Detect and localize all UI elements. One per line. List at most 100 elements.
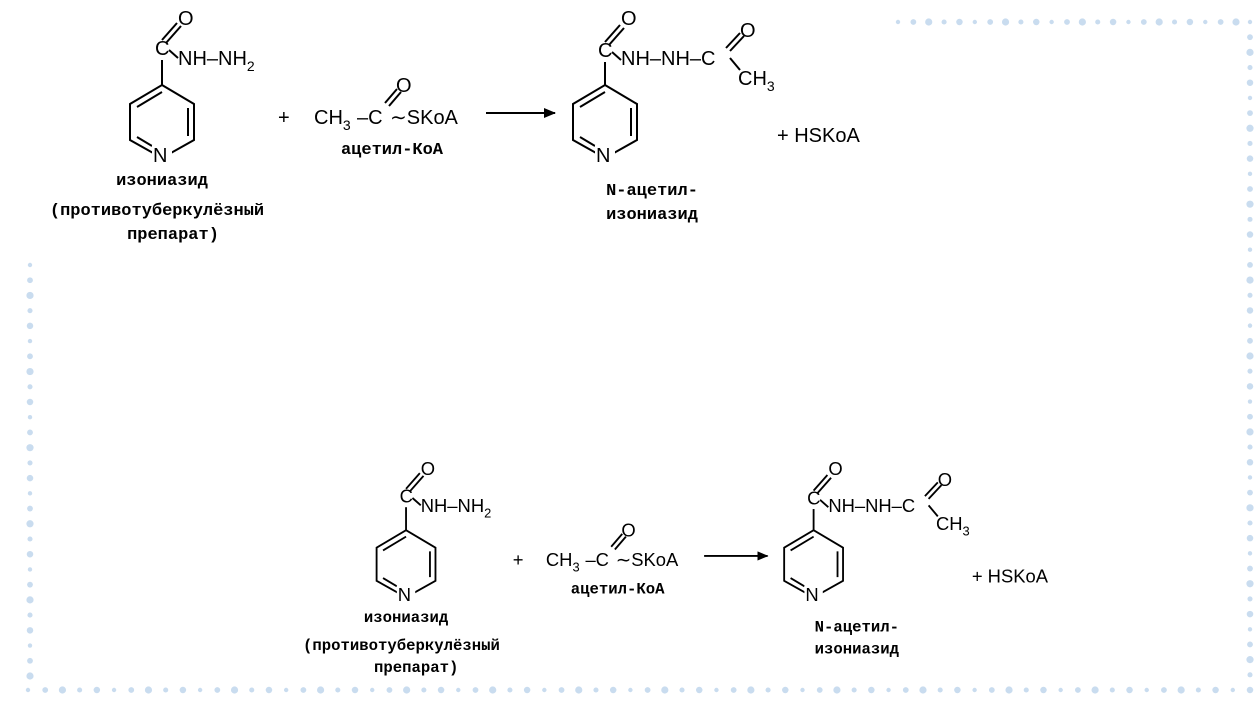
acetyl-bond-c-o-double: [388, 91, 402, 107]
border-dot: [1064, 19, 1070, 25]
isoniazid-note-line1: (противотуберкулёзный: [50, 202, 264, 221]
reaction-scheme-top: O C NH–NH2 N изониазид (противотуберкулё…: [50, 8, 861, 245]
border-dot: [27, 338, 33, 344]
border-dot: [1246, 352, 1254, 360]
border-dot: [214, 687, 221, 693]
border-dot: [1095, 19, 1101, 25]
border-dot: [956, 18, 963, 26]
border-dot: [1247, 627, 1253, 632]
product-bond-c-o-double: [608, 27, 625, 46]
border-dot: [1247, 565, 1253, 572]
border-dot: [1247, 641, 1253, 648]
border-dot: [1033, 18, 1040, 26]
border-dot: [111, 687, 117, 693]
border-dot: [351, 686, 359, 694]
border-dot: [27, 612, 33, 618]
border-dot: [730, 687, 737, 693]
border-dot: [1246, 124, 1254, 132]
border-dot: [27, 460, 33, 466]
border-dot: [937, 687, 943, 693]
ring-inner-bond-2: [382, 535, 407, 552]
isoniazid-ring-nitrogen: N: [398, 584, 411, 605]
border-dot: [26, 550, 34, 558]
product-acyl-bond-c-o-double: [927, 484, 943, 500]
border-dot: [27, 277, 33, 284]
product-bond-c-o: [604, 24, 621, 43]
border-dot: [1247, 672, 1253, 678]
product-carbon: C: [807, 487, 820, 508]
isoniazid-carbon: C: [155, 38, 169, 60]
product-name-line2: изониазид: [815, 640, 900, 658]
border-dot: [1230, 687, 1235, 693]
border-dot: [27, 505, 33, 512]
isoniazid-oxygen: O: [421, 458, 435, 479]
border-dot: [1203, 19, 1208, 25]
border-dot: [542, 687, 547, 693]
acetyl-thioester: ∼SKoA: [616, 549, 679, 570]
border-dot: [163, 687, 169, 693]
border-dot: [27, 643, 33, 648]
bond-c-o-double: [165, 25, 182, 44]
border-dot: [1246, 428, 1254, 436]
border-dot: [679, 687, 685, 693]
byproduct-hskoa: + HSKoA: [777, 125, 860, 147]
border-dot: [1247, 399, 1253, 404]
border-dot: [179, 686, 187, 694]
byproduct-hskoa: + HSKoA: [972, 566, 1049, 587]
acetyl-oxygen: O: [396, 75, 412, 97]
border-dot: [42, 687, 49, 693]
border-dot: [1247, 368, 1253, 374]
product-structure: O C NH–NH–C O CH3 N: [783, 458, 970, 605]
border-dot: [1091, 686, 1099, 694]
border-dot: [954, 686, 961, 694]
border-dot: [265, 686, 273, 694]
border-dot: [987, 19, 994, 25]
acetyl-bond-c-o: [610, 533, 623, 548]
isoniazid-carbon: C: [400, 486, 413, 507]
product-acyl-oxygen: O: [740, 20, 756, 42]
isoniazid-oxygen: O: [178, 8, 194, 30]
border-dot: [1246, 48, 1254, 56]
border-dot: [1049, 19, 1054, 25]
border-dot: [558, 687, 565, 693]
border-dot: [1247, 475, 1253, 480]
border-dot: [1247, 95, 1253, 101]
border-dot: [386, 687, 393, 693]
bond-c-n: [411, 497, 422, 507]
border-dot: [370, 687, 375, 693]
border-dot: [26, 322, 34, 330]
acetyl-carbon: –C: [585, 549, 609, 570]
product-name-line1: N-ацетил-: [606, 182, 698, 201]
isoniazid-note-line2: препарат): [374, 659, 458, 677]
product-hydrazide-group: NH–NH–C: [828, 495, 915, 516]
border-dot: [197, 687, 203, 693]
border-dot: [58, 686, 67, 694]
border-dot: [27, 308, 33, 314]
border-dot: [26, 474, 34, 482]
isoniazid-hydrazide-group: NH–NH2: [178, 48, 255, 74]
acetyl-coa-name: ацетил-КоА: [341, 141, 444, 160]
border-dot: [833, 686, 841, 694]
border-dot: [902, 687, 909, 693]
product-bond-c-o: [812, 474, 829, 492]
border-dot: [472, 687, 479, 693]
border-dot: [1232, 18, 1240, 26]
border-dot: [27, 262, 33, 268]
border-dot: [1040, 686, 1047, 694]
border-dot: [523, 686, 531, 694]
acetyl-coa-structure: CH3 –C O ∼SKoA: [314, 75, 459, 133]
border-dot: [1246, 276, 1254, 284]
border-dot: [26, 398, 34, 406]
border-dot: [1247, 413, 1253, 420]
border-dot: [1023, 687, 1029, 693]
acetyl-carbon: –C: [357, 107, 383, 129]
border-dot: [1018, 19, 1024, 25]
border-dot: [925, 18, 933, 26]
border-dot: [1246, 534, 1254, 542]
product-carbon: C: [598, 40, 612, 62]
border-dot: [1074, 687, 1081, 693]
border-dot: [1247, 337, 1253, 344]
border-dot: [1247, 444, 1253, 450]
product-acyl-bond-c-o-double: [729, 35, 745, 52]
product-acyl-oxygen: O: [938, 469, 952, 490]
